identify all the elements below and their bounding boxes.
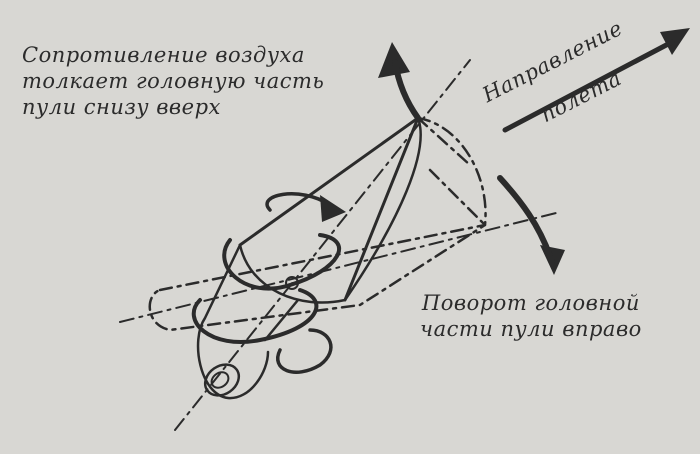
bullet-axis-line: [174, 59, 471, 431]
rotation-ring-middle: [222, 233, 341, 291]
bullet-tail: [196, 243, 300, 400]
right-arrow-shaft: [497, 175, 555, 265]
head-turn-caption-line-1: Поворот головной: [421, 291, 640, 315]
air-resistance-caption-line-3: пули снизу вверх: [22, 95, 221, 119]
air-resistance-caption: Сопротивление воздуха толкает головную ч…: [22, 42, 324, 120]
head-turn-caption-line-2: части пули вправо: [420, 317, 642, 341]
bullet-cone-base-curve: [238, 243, 347, 304]
air-resistance-caption-line-2: толкает головную часть: [22, 69, 325, 93]
air-resistance-caption-line-1: Сопротивление воздуха: [22, 43, 305, 67]
ring-arrowhead: [320, 195, 346, 222]
deflected-cone-outline: [416, 116, 487, 227]
horizontal-axis-line: [119, 211, 561, 323]
head-turn-caption: Поворот головной части пули вправо: [420, 290, 642, 342]
rotation-ring-lower: [276, 328, 333, 374]
bullet-tail-hole: [210, 371, 230, 389]
bullet-tail-end: [203, 363, 241, 397]
rotation-ring-front: [265, 192, 332, 212]
up-arrow-shaft: [392, 59, 421, 121]
rotation-ring-back: [191, 288, 319, 344]
deflected-bullet-outline: [148, 223, 487, 332]
flight-direction-arrow-shaft: [502, 39, 675, 133]
flight-direction-arrowhead: [660, 28, 690, 55]
bullet-cone-rim: [343, 116, 422, 302]
